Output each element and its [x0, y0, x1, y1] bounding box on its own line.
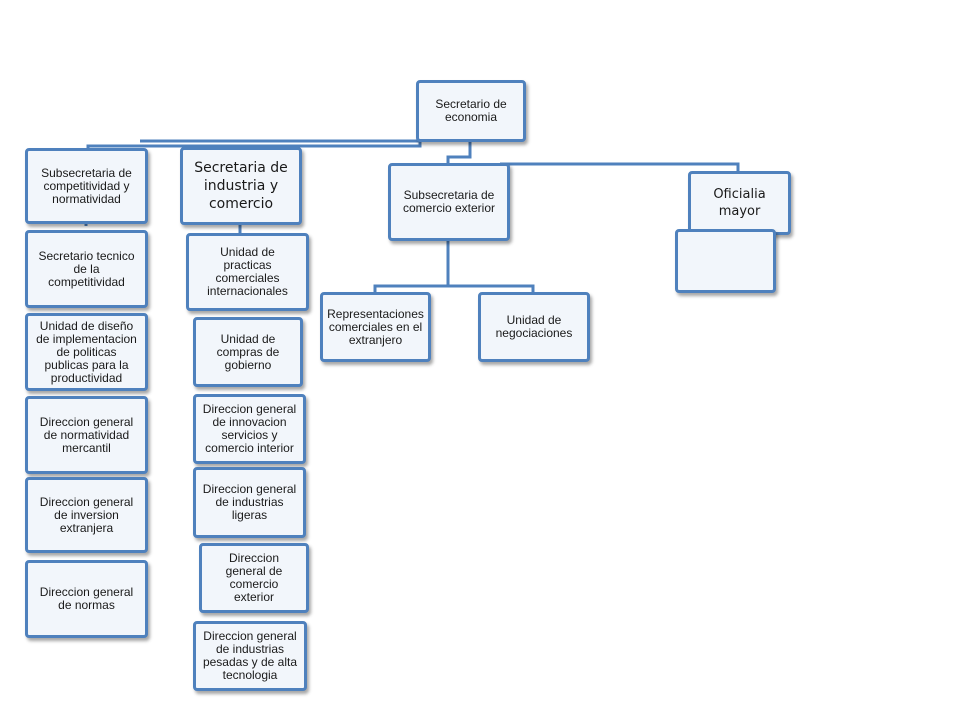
branch2-unit-box[interactable]: Direccion general de industrias ligeras: [193, 467, 306, 538]
branch2-unit-box[interactable]: Direccion general de innovacion servicio…: [193, 394, 306, 464]
branch1-head-box[interactable]: Subsecretaria de competitividad y normat…: [25, 148, 148, 224]
branch2-head-box[interactable]: Secretaria de industria y comercio: [180, 147, 302, 225]
branch1-unit-box[interactable]: Direccion general de normatividad mercan…: [25, 396, 148, 474]
branch1-unit-box[interactable]: Direccion general de inversion extranjer…: [25, 477, 148, 553]
branch2-unit-box[interactable]: Unidad de compras de gobierno: [193, 317, 303, 387]
branch3-head-box[interactable]: Subsecretaria de comercio exterior: [388, 163, 510, 241]
branch1-unit-box[interactable]: Direccion general de normas: [25, 560, 148, 638]
connector-branch3-down: [373, 240, 450, 292]
branch1-unit-box[interactable]: Unidad de diseño de implementacion de po…: [25, 313, 148, 391]
connector-to-branch4: [500, 162, 740, 172]
branch3-unit-box[interactable]: Unidad de negociaciones: [478, 292, 590, 362]
connector-root-down: [446, 140, 472, 163]
branch3-unit-box[interactable]: Representaciones comerciales en el extra…: [320, 292, 431, 362]
root-box[interactable]: Secretario de economia: [416, 80, 526, 142]
branch4-head-box[interactable]: Oficialia mayor: [688, 171, 791, 235]
branch2-unit-box[interactable]: Unidad de practicas comerciales internac…: [186, 233, 309, 311]
branch4-empty-box[interactable]: [675, 229, 776, 293]
branch2-unit-box[interactable]: Direccion general de industrias pesadas …: [193, 621, 307, 691]
branch2-unit-box[interactable]: Direccion general de comercio exterior: [199, 543, 309, 613]
branch1-unit-box[interactable]: Secretario tecnico de la competitividad: [25, 230, 148, 308]
connector-branch3-right: [448, 284, 535, 292]
